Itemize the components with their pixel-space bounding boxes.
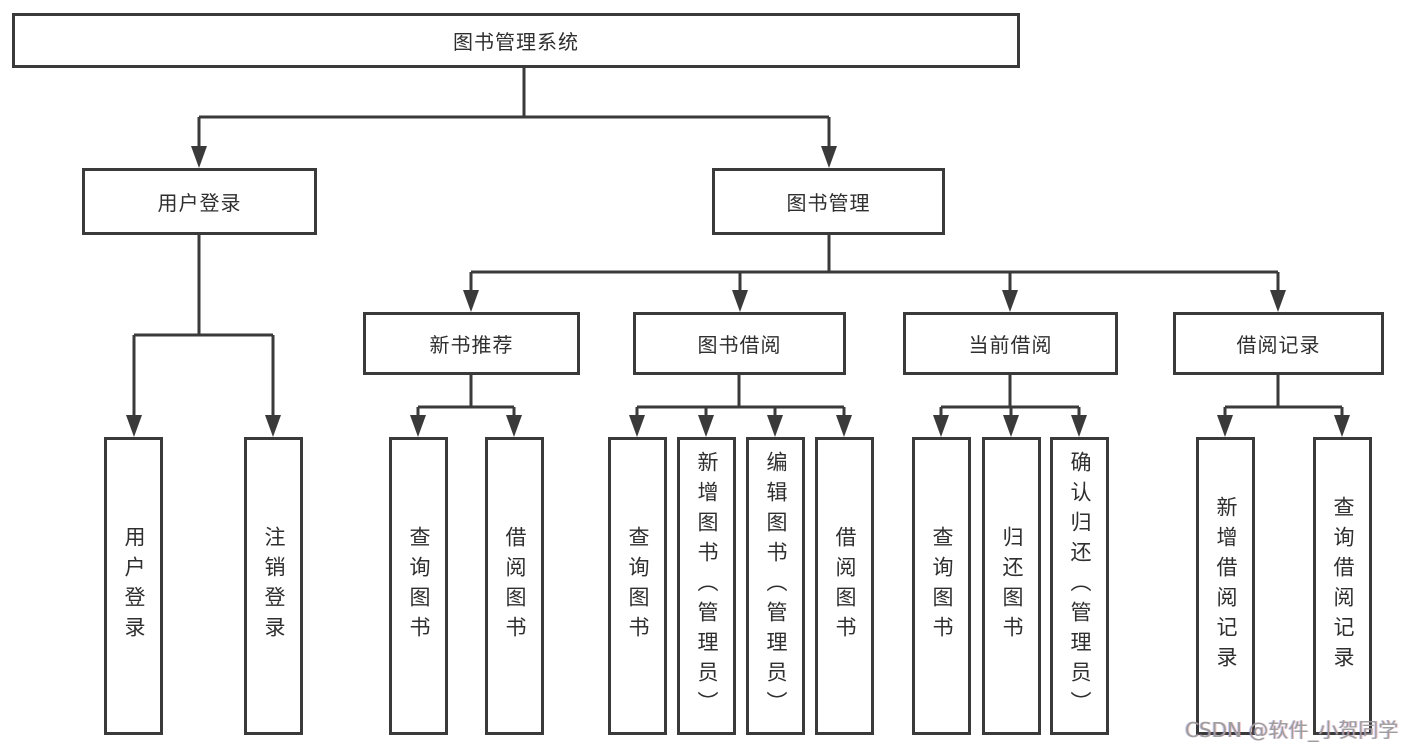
csdn-watermark: CSDN @软件_小贺同学	[1185, 718, 1399, 742]
node-root: 图书管理系统	[12, 13, 1020, 68]
node-borrow-records: 借阅记录	[1173, 312, 1384, 375]
leaf-borrow-books-1: 借阅图书	[485, 437, 544, 735]
leaf-add-borrow-record: 新增借阅记录	[1196, 437, 1255, 735]
leaf-query-books-1: 查询图书	[389, 437, 448, 735]
leaf-borrow-books-2-label: 借阅图书	[833, 526, 857, 646]
node-current-borrow-label: 当前借阅	[968, 333, 1053, 357]
leaf-add-books-admin-label: 新增图书（管理员）	[695, 451, 719, 721]
leaf-query-books-3: 查询图书	[912, 437, 971, 735]
node-new-book-recommend-label: 新书推荐	[429, 333, 514, 357]
leaf-query-borrow-record: 查询借阅记录	[1313, 437, 1372, 735]
leaf-query-borrow-record-label: 查询借阅记录	[1331, 496, 1355, 676]
node-book-borrow-label: 图书借阅	[697, 333, 782, 357]
node-book-management-label: 图书管理	[786, 191, 871, 215]
leaf-query-books-2-label: 查询图书	[626, 526, 650, 646]
leaf-borrow-books-2: 借阅图书	[815, 437, 874, 735]
leaf-user-login-label: 用户登录	[122, 526, 146, 646]
leaf-logout-label: 注销登录	[262, 526, 286, 646]
node-new-book-recommend: 新书推荐	[363, 312, 580, 375]
leaf-edit-books-admin: 编辑图书（管理员）	[746, 437, 805, 735]
leaf-user-login: 用户登录	[104, 437, 163, 735]
leaf-query-books-3-label: 查询图书	[930, 526, 954, 646]
leaf-edit-books-admin-label: 编辑图书（管理员）	[764, 451, 788, 721]
node-book-management: 图书管理	[712, 168, 945, 235]
node-borrow-records-label: 借阅记录	[1236, 333, 1321, 357]
leaf-query-books-1-label: 查询图书	[407, 526, 431, 646]
node-user-login: 用户登录	[82, 168, 317, 235]
leaf-logout: 注销登录	[244, 437, 303, 735]
leaf-borrow-books-1-label: 借阅图书	[503, 526, 527, 646]
leaf-add-books-admin: 新增图书（管理员）	[677, 437, 736, 735]
leaf-confirm-return-admin-label: 确认归还（管理员）	[1068, 451, 1092, 721]
node-current-borrow: 当前借阅	[903, 312, 1118, 375]
leaf-return-books-label: 归还图书	[1000, 526, 1024, 646]
leaf-return-books: 归还图书	[982, 437, 1041, 735]
node-user-login-label: 用户登录	[157, 191, 242, 215]
node-book-borrow: 图书借阅	[633, 312, 846, 375]
leaf-query-books-2: 查询图书	[608, 437, 667, 735]
leaf-confirm-return-admin: 确认归还（管理员）	[1050, 437, 1109, 735]
node-root-label: 图书管理系统	[453, 30, 579, 54]
leaf-add-borrow-record-label: 新增借阅记录	[1214, 496, 1238, 676]
